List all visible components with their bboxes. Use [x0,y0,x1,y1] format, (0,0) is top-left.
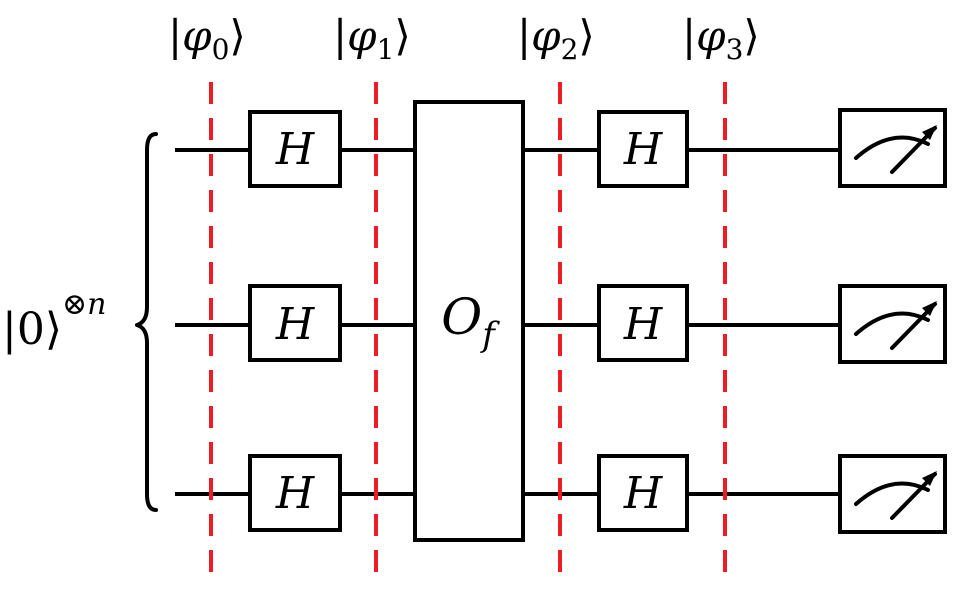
meter-icon [838,454,947,534]
hadamard-gate: H [597,454,689,532]
hadamard-label: H [275,124,316,175]
hadamard-column-1: H H H [248,110,342,532]
meter-icon [838,108,947,188]
hadamard-label: H [623,124,664,175]
state-barriers [209,82,727,578]
hadamard-gate: H [248,454,342,532]
hadamard-label: H [275,468,316,519]
hadamard-gate: H [248,110,342,188]
meter-icon [838,284,947,364]
hadamard-label: H [623,299,664,350]
hadamard-label: H [275,299,316,350]
input-register-label: |0⟩⊗n [2,287,106,355]
state-labels: |φ0⟩ |φ1⟩ |φ2⟩ |φ3⟩ [168,11,760,66]
register-brace [135,132,158,512]
state-label-phi1: |φ1⟩ [333,11,411,66]
oracle-gate: Of [413,100,525,542]
state-label-phi3: |φ3⟩ [682,11,760,66]
hadamard-gate: H [248,284,342,362]
measurements [838,108,947,534]
hadamard-label: H [623,468,664,519]
hadamard-gate: H [597,110,689,188]
state-label-phi2: |φ2⟩ [517,11,595,66]
state-label-phi0: |φ0⟩ [168,11,246,66]
hadamard-column-2: H H H [597,110,689,532]
hadamard-gate: H [597,284,689,362]
